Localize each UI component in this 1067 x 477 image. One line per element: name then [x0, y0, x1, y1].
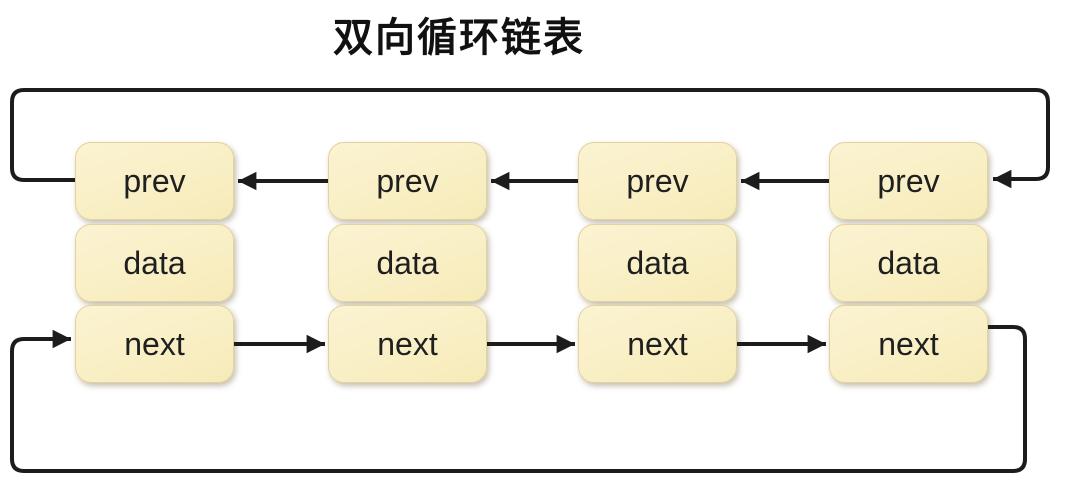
node1-data-field: data: [75, 224, 234, 302]
node3-prev-field: prev: [578, 142, 737, 220]
diagram-title: 双向循环链表: [333, 15, 585, 61]
list-node-1: prev data next: [75, 142, 234, 383]
node1-next-field: next: [75, 305, 234, 383]
list-node-4: prev data next: [829, 142, 988, 383]
node2-prev-field: prev: [328, 142, 487, 220]
node3-data-field: data: [578, 224, 737, 302]
list-node-3: prev data next: [578, 142, 737, 383]
node3-next-field: next: [578, 305, 737, 383]
node4-data-field: data: [829, 224, 988, 302]
node2-next-field: next: [328, 305, 487, 383]
list-node-2: prev data next: [328, 142, 487, 383]
node2-data-field: data: [328, 224, 487, 302]
node4-prev-field: prev: [829, 142, 988, 220]
node1-prev-field: prev: [75, 142, 234, 220]
node4-next-field: next: [829, 305, 988, 383]
